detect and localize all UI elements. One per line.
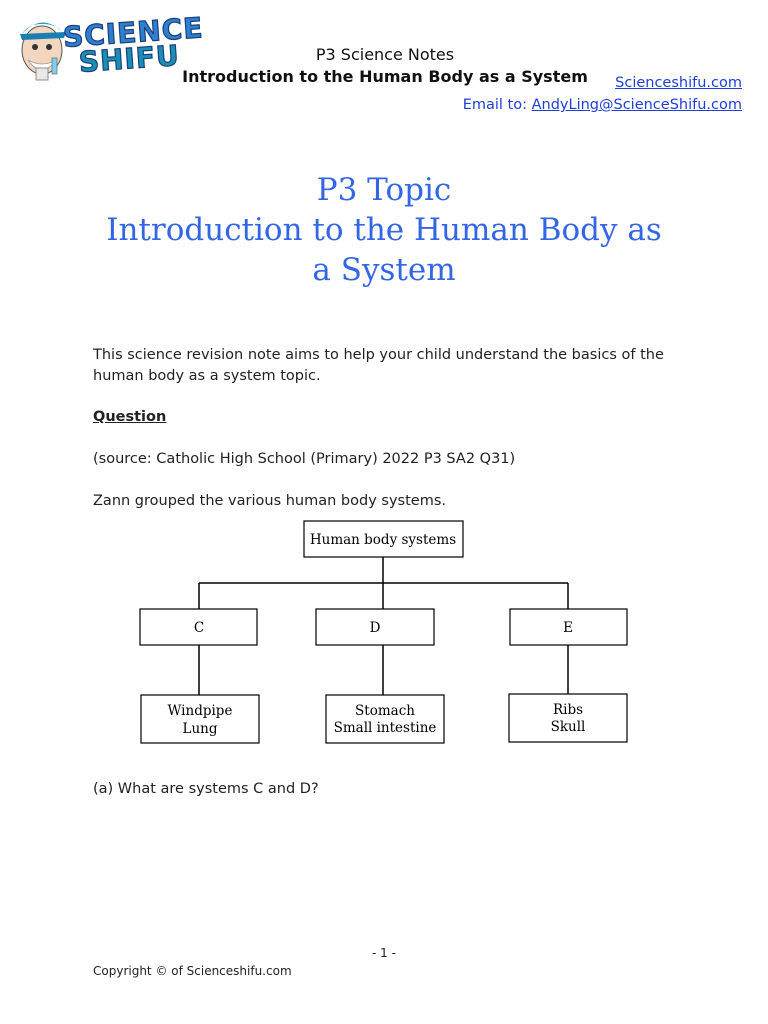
- email-link[interactable]: AndyLing@ScienceShifu.com: [531, 97, 742, 113]
- group-label-c: C: [194, 620, 204, 636]
- site-link[interactable]: Scienceshifu.com: [615, 75, 742, 91]
- organ-e-2: Skull: [551, 719, 586, 735]
- title-line3: a System: [312, 252, 456, 288]
- root-box: [303, 520, 464, 558]
- group-label-d: D: [370, 620, 381, 636]
- header-contact: Scienceshifu.com Email to: AndyLing@Scie…: [463, 72, 742, 116]
- scientist-mascot-icon: [20, 22, 66, 81]
- organ-box-e: [508, 693, 628, 743]
- header-line1: P3 Science Notes: [315, 45, 455, 64]
- group-box-e: [509, 608, 628, 646]
- organ-e-1: Ribs: [553, 702, 583, 718]
- root-label: Human body systems: [310, 532, 456, 548]
- group-label-e: E: [563, 620, 573, 636]
- group-box-c: [139, 608, 258, 646]
- question-prompt: Zann grouped the various human body syst…: [93, 493, 446, 509]
- page-number: - 1 -: [372, 946, 396, 960]
- page-title: P3 Topic Introduction to the Human Body …: [60, 170, 708, 290]
- science-shifu-logo: SCIENCE SHIFU: [14, 11, 205, 82]
- organ-c-1: Windpipe: [168, 703, 233, 719]
- header-titles: P3 Science Notes Introduction to the Hum…: [180, 44, 590, 88]
- copyright: Copyright © of Scienceshifu.com: [93, 964, 292, 978]
- intro-paragraph: This science revision note aims to help …: [93, 347, 664, 384]
- organ-c-2: Lung: [183, 721, 218, 737]
- header-line2: Introduction to the Human Body as a Syst…: [182, 67, 588, 86]
- title-line2: Introduction to the Human Body as: [106, 212, 662, 248]
- organ-d-1: Stomach: [355, 703, 415, 719]
- question-heading: Question: [93, 409, 167, 425]
- organ-d-2: Small intestine: [334, 720, 437, 736]
- group-box-d: [315, 608, 435, 646]
- question-a: (a) What are systems C and D?: [93, 781, 319, 797]
- organ-box-c: [140, 694, 260, 744]
- organ-box-d: [325, 694, 445, 744]
- email-label: Email to:: [462, 97, 532, 113]
- title-line1: P3 Topic: [316, 172, 452, 208]
- question-source: (source: Catholic High School (Primary) …: [93, 451, 516, 467]
